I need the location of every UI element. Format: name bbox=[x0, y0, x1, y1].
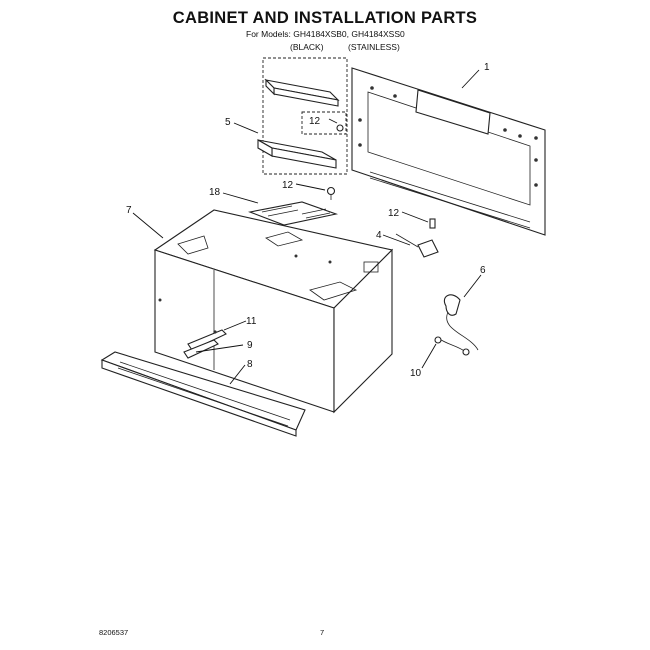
footer-page-number: 7 bbox=[320, 628, 325, 637]
part-18-vent-plate bbox=[248, 201, 339, 226]
screw-12-right bbox=[429, 218, 436, 229]
screw-12-top bbox=[326, 186, 336, 200]
footer-part-code: 8206537 bbox=[99, 628, 129, 637]
callout-7: 7 bbox=[126, 205, 132, 216]
part-1-front-panel bbox=[351, 67, 546, 236]
models-line: For Models: GH4184XSB0, GH4184XSS0 bbox=[246, 29, 405, 39]
callout-9: 9 bbox=[247, 340, 253, 351]
part-4-clip bbox=[395, 233, 439, 258]
callout-12-right: 12 bbox=[388, 208, 400, 219]
finish-stainless-label: (STAINLESS) bbox=[348, 42, 400, 52]
finish-black-label: (BLACK) bbox=[290, 42, 324, 52]
callout-8: 8 bbox=[247, 359, 253, 370]
callout-6: 6 bbox=[480, 265, 486, 276]
part-7-cabinet bbox=[153, 209, 394, 414]
part-9-11-brackets bbox=[183, 329, 227, 359]
callout-18: 18 bbox=[209, 187, 221, 198]
callout-5: 5 bbox=[225, 117, 231, 128]
callout-leaders bbox=[132, 69, 482, 385]
part-6-10-assembly bbox=[434, 294, 479, 356]
callout-12-box: 12 bbox=[309, 116, 321, 127]
callout-12-top: 12 bbox=[282, 180, 294, 191]
part-8-grille bbox=[100, 351, 306, 437]
part-5-group bbox=[257, 57, 348, 175]
callout-4: 4 bbox=[376, 230, 382, 241]
callout-1: 1 bbox=[484, 62, 490, 73]
page-title: CABINET AND INSTALLATION PARTS bbox=[172, 9, 478, 27]
callout-11: 11 bbox=[246, 316, 257, 327]
callout-10: 10 bbox=[410, 368, 422, 379]
